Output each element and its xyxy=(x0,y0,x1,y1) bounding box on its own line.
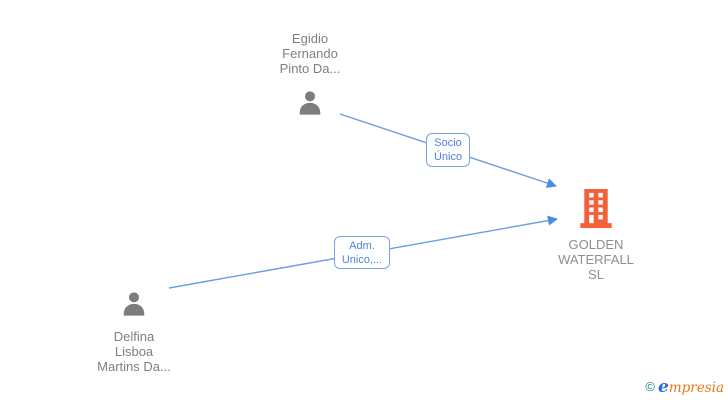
person-name-line: Martins Da... xyxy=(97,359,171,374)
empresia-watermark-logo[interactable]: ©empresia xyxy=(645,377,724,397)
node-person-delfina[interactable]: Delfina Lisboa Martins Da... xyxy=(74,290,194,374)
node-company-golden-waterfall[interactable]: GOLDEN WATERFALL SL xyxy=(537,189,655,282)
person-name-line: Pinto Da... xyxy=(279,61,341,76)
company-name-line: SL xyxy=(588,267,604,282)
node-person-egidio[interactable]: Egidio Fernando Pinto Da... xyxy=(250,31,370,122)
person-name-line: Lisboa xyxy=(114,344,154,359)
person-name-line: Delfina xyxy=(113,329,155,344)
person-name-line: Egidio xyxy=(291,31,329,46)
edge-label-socio-unico: Socio Único xyxy=(426,133,470,167)
edge-label-adm-unico: Adm. Unico,... xyxy=(334,236,390,269)
brand-initial: e xyxy=(657,377,669,397)
person-name-label: Delfina Lisboa Martins Da... xyxy=(74,329,194,374)
brand-text: mpresia xyxy=(668,380,724,396)
company-name-label: GOLDEN WATERFALL SL xyxy=(537,237,655,282)
person-icon xyxy=(74,290,194,323)
company-name-line: GOLDEN xyxy=(568,237,624,252)
copyright-icon: © xyxy=(645,379,655,394)
building-icon xyxy=(537,189,655,235)
person-icon xyxy=(250,89,370,122)
person-name-label: Egidio Fernando Pinto Da... xyxy=(250,31,370,76)
person-name-line: Fernando xyxy=(282,46,338,61)
company-name-line: WATERFALL xyxy=(558,252,634,267)
